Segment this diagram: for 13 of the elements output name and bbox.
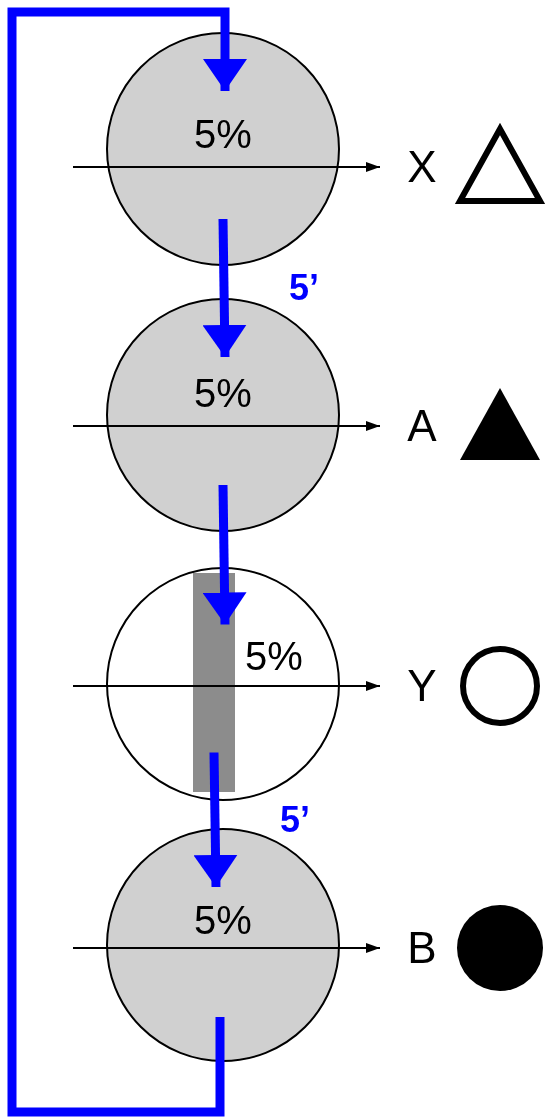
output-label: X [398,139,446,195]
percent-label: 5% [193,114,253,154]
percent-label: 5% [193,373,253,413]
arrow [7,7,247,1117]
output-label: B [398,920,446,976]
percent-label: 5% [245,636,303,676]
arrow [72,162,381,172]
output-label: Y [398,658,446,714]
percent-label: 5% [193,900,253,940]
output-label: A [398,398,446,454]
arrow [72,681,381,691]
arrow [72,943,381,953]
arrow [72,421,381,431]
